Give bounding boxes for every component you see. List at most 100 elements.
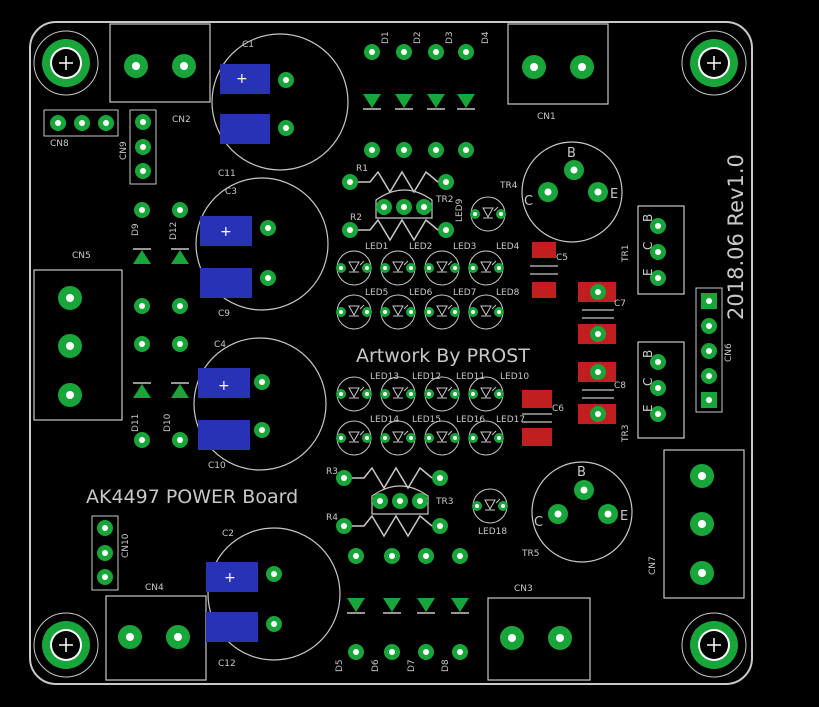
- label-d2: D2: [413, 31, 423, 44]
- header-cn9: CN9: [119, 109, 157, 185]
- label-c3: C3: [225, 187, 237, 197]
- label-tr2: TR2: [435, 195, 453, 205]
- resistor-r1: R1: [342, 164, 454, 194]
- diodes-left: D9 D12 D11 D10: [131, 202, 190, 448]
- label-c6: C6: [552, 404, 564, 414]
- connector-cn1: CN1: [507, 23, 609, 122]
- board-version: 2018.06 Rev1.0: [724, 154, 748, 320]
- label-d1: D1: [381, 31, 391, 44]
- label-tr4: TR4: [499, 181, 518, 191]
- connector-cn3: CN3: [487, 584, 591, 681]
- pin-e: E: [641, 404, 655, 412]
- label-r1: R1: [356, 164, 368, 174]
- mounting-hole: [33, 30, 99, 96]
- header-cn6: CN6: [695, 287, 734, 413]
- led-grid: LED1 LED2 LED3 LED4 LED5 LED6 LED7 LED8 …: [335, 242, 529, 456]
- label-led9: LED9: [455, 198, 465, 222]
- label-cn5: CN5: [72, 251, 91, 261]
- label-tr3: TR3: [435, 497, 453, 507]
- led-9: LED9: [455, 196, 507, 232]
- capacitor-c4: C4 + C10: [193, 337, 327, 471]
- capacitor-c8: C8: [578, 362, 626, 424]
- label-led3: LED3: [453, 242, 476, 252]
- label-led7: LED7: [453, 288, 476, 298]
- label-d10: D10: [163, 413, 173, 432]
- label-cn1: CN1: [537, 112, 556, 122]
- label-cn6: CN6: [724, 343, 734, 362]
- capacitor-c2: C2 + C12: [206, 527, 341, 669]
- label-c9: C9: [218, 309, 230, 319]
- label-cn10: CN10: [121, 533, 131, 558]
- label-led2: LED2: [409, 242, 432, 252]
- pin-c: C: [534, 515, 543, 530]
- pin-c: C: [524, 194, 533, 209]
- resistor-r3: R3: [326, 466, 448, 490]
- label-led17: LED17: [496, 415, 525, 425]
- artwork-credit: Artwork By PROST: [356, 345, 530, 367]
- label-r4: R4: [326, 513, 338, 523]
- label-led18: LED18: [478, 527, 507, 537]
- pin-c: C: [641, 378, 655, 386]
- capacitor-c1: C1 + C11: [211, 33, 349, 179]
- capacitor-c3: C3 + C9: [195, 177, 329, 319]
- label-led5: LED5: [365, 288, 388, 298]
- resistor-r2: R2: [342, 213, 454, 242]
- label-c8: C8: [614, 381, 626, 391]
- diodes-bottom: D5 D6 D7 D8: [335, 548, 470, 672]
- label-d7: D7: [407, 659, 417, 672]
- label-led11: LED11: [456, 372, 485, 382]
- label-tr3: TR3: [621, 425, 631, 443]
- label-led12: LED12: [412, 372, 441, 382]
- label-tr1: TR1: [621, 245, 631, 263]
- label-led13: LED13: [370, 372, 399, 382]
- label-cn7: CN7: [648, 556, 658, 575]
- label-c2: C2: [222, 529, 234, 539]
- label-led6: LED6: [409, 288, 433, 298]
- pin-e: E: [610, 187, 618, 202]
- capacitor-c7: C7: [578, 282, 626, 344]
- capacitor-c5: C5: [530, 242, 568, 298]
- plus-mark: +: [224, 570, 236, 586]
- label-c1: C1: [242, 40, 254, 50]
- resistor-r4: R4: [326, 513, 448, 538]
- label-led16: LED16: [456, 415, 485, 425]
- label-d8: D8: [441, 659, 451, 672]
- label-c5: C5: [556, 253, 568, 263]
- label-c11: C11: [218, 169, 236, 179]
- label-d4: D4: [481, 31, 491, 44]
- transistor-tr2: TR2: [375, 189, 453, 219]
- led-18: LED18: [471, 488, 509, 537]
- pin-b: B: [577, 465, 586, 480]
- capacitor-c6: C6: [522, 390, 564, 446]
- mounting-hole: [33, 612, 99, 678]
- board-outline: [29, 21, 753, 685]
- label-cn2: CN2: [172, 115, 191, 125]
- mounting-hole: [681, 612, 747, 678]
- pin-e: E: [620, 509, 628, 524]
- label-cn9: CN9: [119, 141, 129, 160]
- label-c12: C12: [218, 659, 236, 669]
- label-led14: LED14: [370, 415, 399, 425]
- label-led10: LED10: [500, 372, 529, 382]
- label-cn4: CN4: [145, 583, 164, 593]
- transistor-tr3: TR3: [371, 485, 453, 515]
- label-d3: D3: [445, 31, 455, 44]
- pin-e: E: [641, 268, 655, 276]
- label-c7: C7: [614, 299, 626, 309]
- label-d9: D9: [131, 223, 141, 236]
- label-cn3: CN3: [514, 584, 533, 594]
- label-led4: LED4: [496, 242, 520, 252]
- label-cn8: CN8: [50, 139, 69, 149]
- connector-cn7: CN7: [648, 449, 745, 599]
- pin-b: B: [641, 350, 655, 358]
- transistor-tr5: B C E TR5: [521, 461, 633, 563]
- connector-cn5: CN5: [33, 251, 123, 421]
- pin-c: C: [641, 242, 655, 250]
- label-d6: D6: [371, 659, 381, 672]
- pin-b: B: [641, 214, 655, 222]
- mounting-hole: [681, 30, 747, 96]
- transistor-tr3-right: B C E TR3: [621, 341, 685, 443]
- label-d5: D5: [335, 659, 345, 672]
- label-led1: LED1: [365, 242, 388, 252]
